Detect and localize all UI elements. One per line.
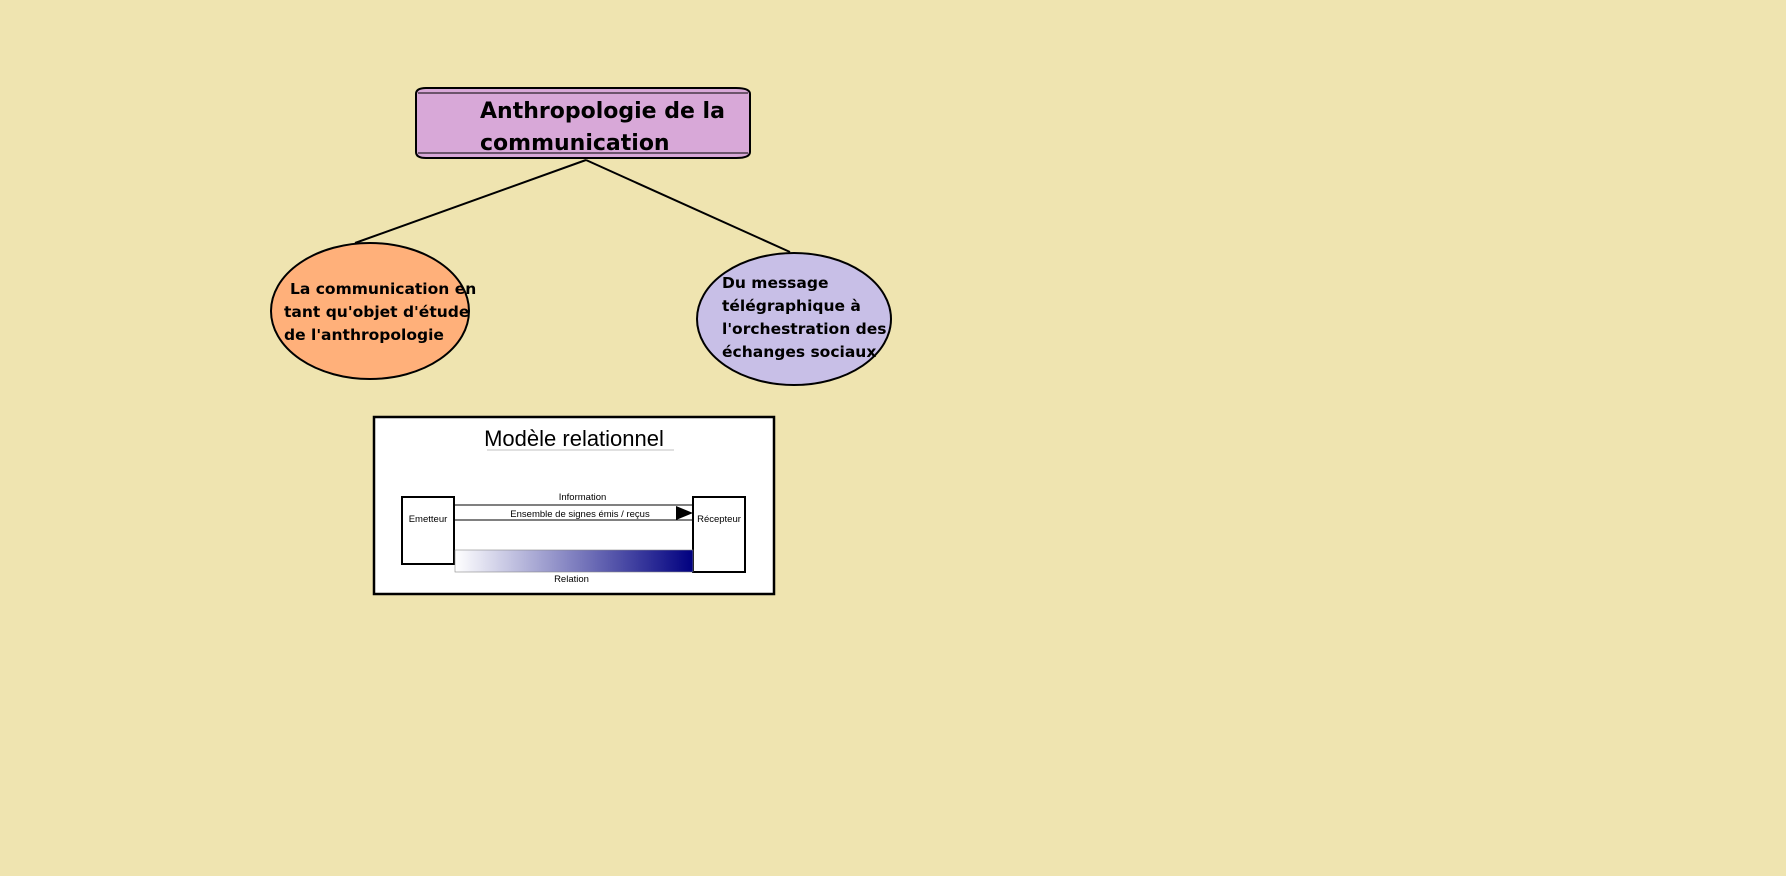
relation-label: Relation: [554, 574, 589, 585]
left-label-line: La communication en: [290, 280, 477, 298]
model-title: Modèle relationnel: [484, 426, 664, 451]
right-node-ellipse: [696, 252, 892, 386]
right-label-line: l'orchestration des: [722, 320, 887, 338]
receiver-label: Récepteur: [697, 514, 741, 525]
connector-root-right: [585, 159, 791, 253]
information-label: Information: [558, 492, 607, 503]
root-node: [415, 87, 751, 159]
root-node-shape: [415, 87, 751, 159]
emitter-label: Emetteur: [408, 514, 448, 525]
relational-model-box: [372, 415, 776, 596]
arrow-head-icon: [676, 506, 693, 520]
signs-label: Ensemble de signes émis / reçus: [510, 509, 650, 520]
left-label-line: de l'anthropologie: [284, 326, 444, 344]
right-label-line: télégraphique à: [722, 297, 861, 315]
left-node-ellipse: [270, 242, 470, 380]
right-label-line: Du message: [722, 274, 829, 292]
receiver-box: [692, 496, 746, 573]
root-label-line: Anthropologie de la: [480, 99, 725, 124]
root-label-line: communication: [480, 131, 670, 156]
connector-root-left: [354, 159, 587, 244]
left-node-label: La communication en tant qu'objet d'étud…: [284, 278, 476, 347]
right-node-label: Du message télégraphique à l'orchestrati…: [722, 272, 886, 364]
relation-gradient-bar: [454, 549, 694, 573]
right-label-line: échanges sociaux: [722, 343, 877, 361]
left-label-line: tant qu'objet d'étude: [284, 303, 470, 321]
emitter-box: [401, 496, 455, 565]
root-node-label: Anthropologie de la communication: [480, 96, 725, 160]
